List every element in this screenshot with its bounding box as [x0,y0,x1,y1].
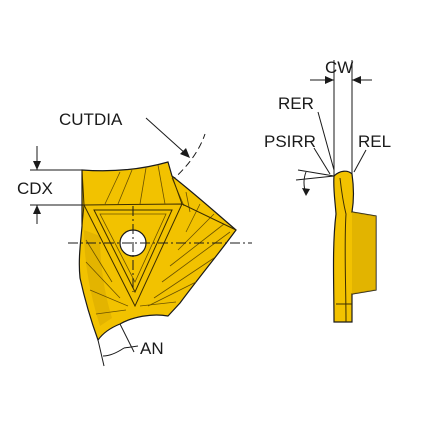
rer-label: RER [278,94,314,113]
insert-side-view: CW RER PSIRR REL [264,58,391,323]
cdx-arrow-top [33,161,41,170]
chipbreaker-outer [83,203,183,308]
cdx-arrow-bottom [33,205,41,214]
psirr-reference-line [295,175,335,181]
an-reference-line [97,339,105,367]
psirr-angle-line [297,169,335,177]
cutdia-leader [145,117,187,155]
corner-edge-left [81,169,85,227]
facet-lines [85,164,231,315]
cutdia-label: CUTDIA [59,110,123,129]
rel-label: REL [358,132,391,151]
an-arc [102,347,125,357]
cutdia-arrowhead [180,148,190,158]
cutdia-arc [169,133,206,183]
cw-arrow-right [352,76,361,84]
profile-inner-line [339,177,347,323]
cw-label: CW [325,58,353,77]
an-label: AN [140,339,164,358]
psirr-label: PSIRR [264,132,316,151]
corner-edge-right [171,175,237,231]
cw-arrow-left [325,76,334,84]
psirr-arrow [302,188,310,196]
rer-leader [317,111,335,171]
rel-leader [353,149,367,173]
an-leader [123,345,139,349]
insert-relief-shade [84,230,112,326]
insert-front-view: CUTDIA CDX AN [17,110,252,367]
cdx-label: CDX [17,179,53,198]
psirr-leader [313,147,331,175]
profile-shade [352,212,376,294]
